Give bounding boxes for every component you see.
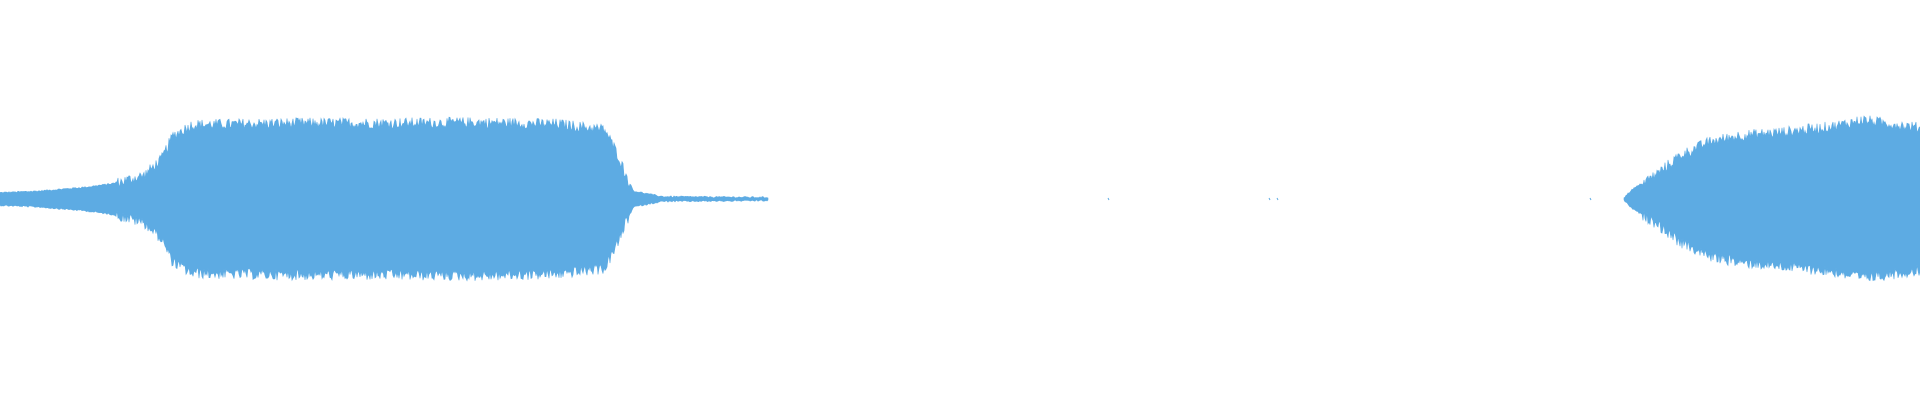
waveform-blip bbox=[1589, 197, 1592, 201]
waveform-segment-1 bbox=[0, 116, 769, 282]
waveform-blip bbox=[1268, 197, 1271, 201]
waveform-blip bbox=[1276, 197, 1279, 201]
waveform-peaks bbox=[0, 115, 1920, 282]
waveform-segment-2 bbox=[1623, 115, 1920, 282]
waveform-blip bbox=[1107, 197, 1110, 201]
